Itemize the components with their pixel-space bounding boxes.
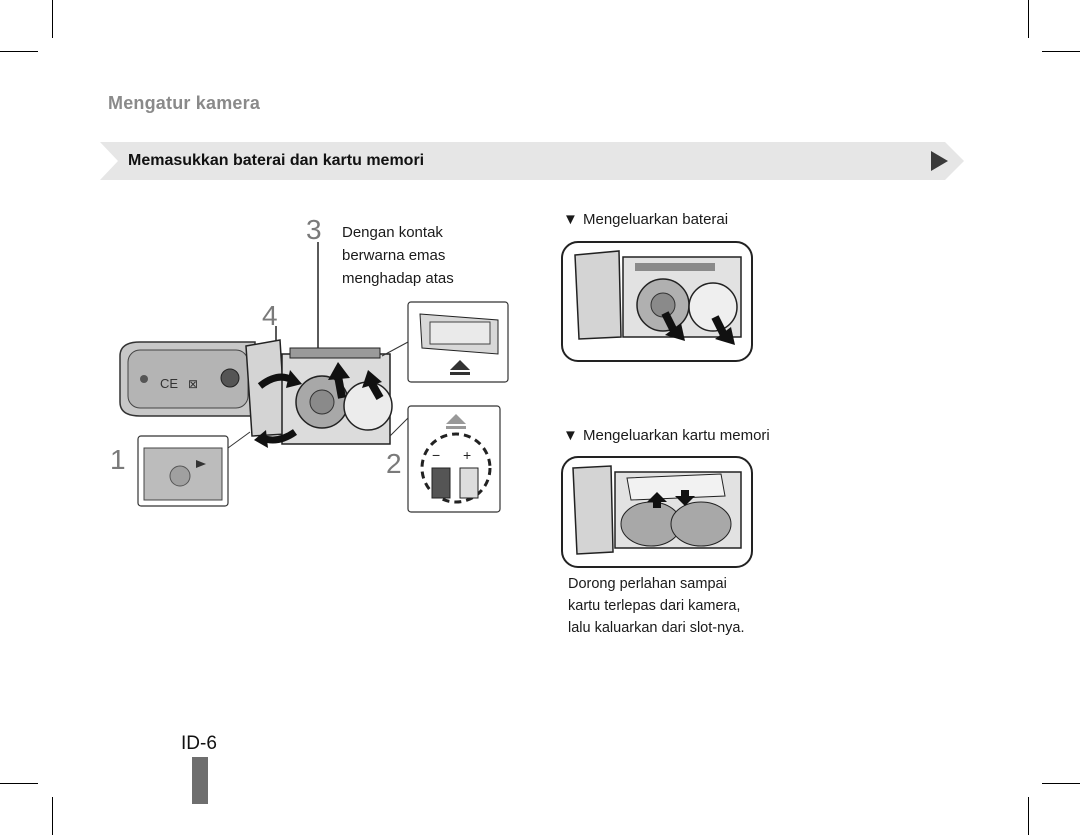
crop-mark (52, 797, 53, 835)
remove-battery-marker: ▼ (563, 211, 578, 228)
svg-text:CE: CE (160, 376, 178, 391)
crop-mark (1028, 0, 1029, 38)
remove-card-label: Mengeluarkan kartu memori (583, 427, 770, 444)
remove-battery-illustration (561, 241, 753, 362)
step-4-number: 4 (262, 300, 278, 331)
triangle-right-icon (931, 151, 948, 171)
step-3-caption-line-2: berwarna emas (342, 247, 446, 264)
crop-mark (1042, 783, 1080, 784)
svg-text:⊠: ⊠ (188, 377, 198, 391)
step-2-number: 2 (386, 448, 402, 479)
remove-card-note-line-1: Dorong perlahan sampai (568, 576, 727, 592)
minus-sign: − (432, 447, 440, 463)
section-title: Mengatur kamera (108, 93, 261, 113)
step-3-caption-line-1: Dengan kontak (342, 224, 443, 241)
step-3-caption-line-3: menghadap atas (342, 270, 454, 287)
remove-battery-label: Mengeluarkan baterai (583, 211, 729, 228)
section-banner (100, 142, 964, 180)
crop-mark (1042, 51, 1080, 52)
remove-card-marker: ▼ (563, 427, 578, 444)
remove-card-note-line-2: kartu terlepas dari kamera, (568, 598, 741, 614)
step-1-number: 1 (110, 444, 126, 475)
crop-mark (1028, 797, 1029, 835)
camera-insertion-illustration: CE ⊠ − + (119, 242, 509, 513)
crop-mark (52, 0, 53, 38)
crop-mark (0, 783, 38, 784)
crop-mark (0, 51, 38, 52)
step-3-number: 3 (306, 214, 322, 245)
remove-card-illustration (561, 456, 753, 568)
banner-title: Memasukkan baterai dan kartu memori (128, 152, 425, 169)
plus-sign: + (463, 447, 471, 463)
page-number: ID-6 (181, 733, 217, 754)
remove-card-note-line-3: lalu kaluarkan dari slot-nya. (568, 620, 745, 636)
page-edge-tab (192, 757, 208, 804)
